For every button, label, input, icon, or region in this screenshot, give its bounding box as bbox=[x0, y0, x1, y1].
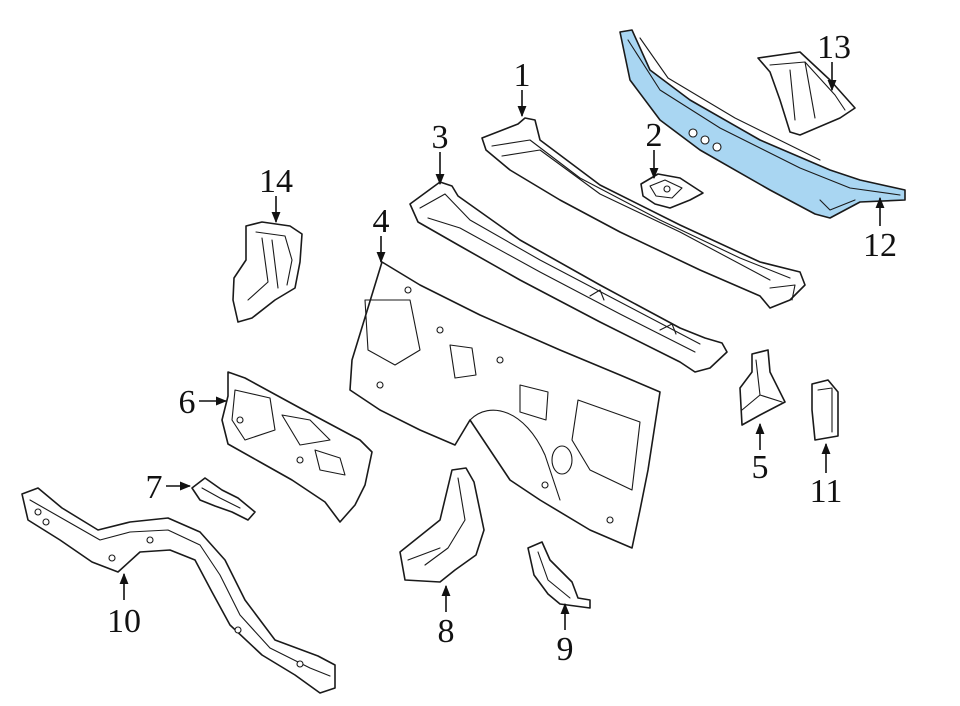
part-9-small-bracket[interactable] bbox=[527, 541, 591, 609]
callout-5: 5 bbox=[752, 449, 769, 486]
part-8-bracket[interactable] bbox=[399, 467, 485, 583]
callout-3: 3 bbox=[432, 119, 449, 156]
callout-2: 2 bbox=[646, 117, 663, 154]
part-4-dash-panel[interactable] bbox=[349, 261, 661, 549]
callout-13: 13 bbox=[817, 29, 851, 66]
part-11-plate[interactable] bbox=[811, 379, 839, 441]
callout-12: 12 bbox=[863, 227, 897, 264]
callout-4: 4 bbox=[373, 203, 390, 240]
part-14-bracket[interactable] bbox=[232, 221, 303, 323]
callout-9: 9 bbox=[557, 631, 574, 668]
part-3-cowl-crossmember[interactable] bbox=[409, 181, 728, 373]
callout-7: 7 bbox=[146, 469, 163, 506]
part-5-bracket[interactable] bbox=[739, 349, 786, 426]
part-13-bracket[interactable] bbox=[757, 51, 856, 136]
part-1-upper-cowl-rail[interactable] bbox=[481, 117, 806, 309]
part-7-small-bracket[interactable] bbox=[191, 477, 256, 521]
callout-1: 1 bbox=[514, 57, 531, 94]
callout-labels: 1 2 3 4 5 6 7 8 9 10 11 12 13 14 bbox=[107, 29, 897, 668]
callout-8: 8 bbox=[438, 613, 455, 650]
callout-10: 10 bbox=[107, 603, 141, 640]
callout-arrows bbox=[119, 62, 885, 630]
callout-6: 6 bbox=[179, 384, 196, 421]
callout-11: 11 bbox=[810, 473, 843, 510]
part-6-side-panel[interactable] bbox=[221, 371, 373, 523]
part-10-frame-rail[interactable] bbox=[21, 487, 336, 694]
callout-14: 14 bbox=[259, 163, 293, 200]
part-2-small-bracket[interactable] bbox=[640, 173, 704, 209]
